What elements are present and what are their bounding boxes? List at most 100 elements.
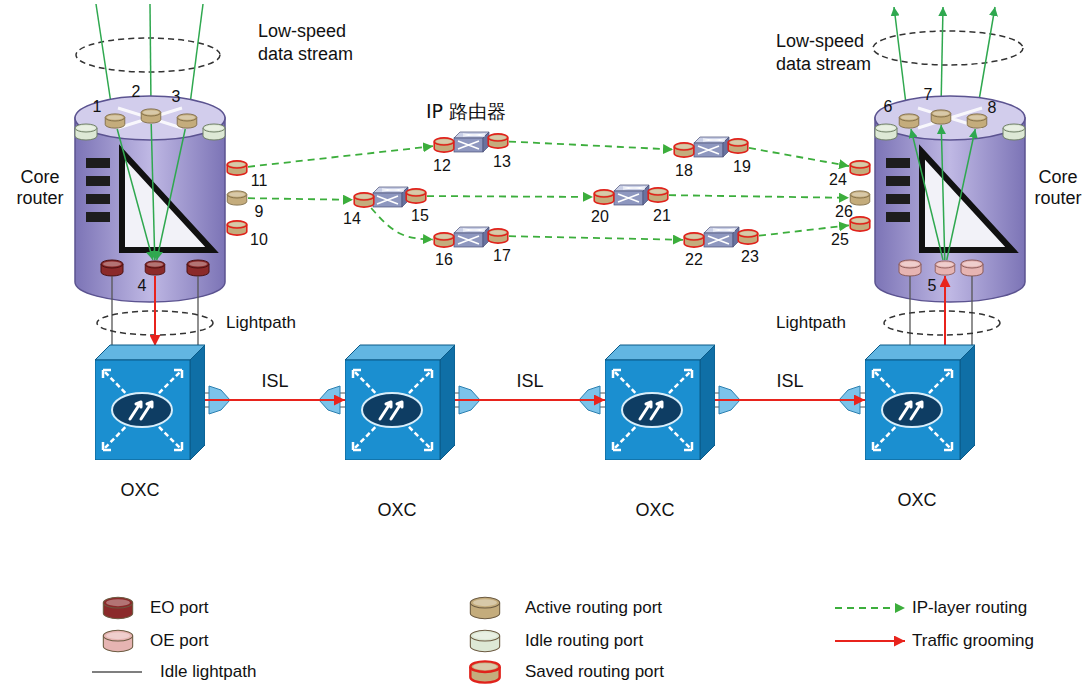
routing-port: 9 — [226, 190, 248, 206]
oxc-cube — [605, 345, 715, 460]
edge-label: ISL — [259, 371, 290, 392]
callout-number: 18 — [675, 162, 693, 180]
legend-swatch — [468, 596, 502, 620]
grooming-line — [117, 129, 153, 260]
legend-text: Saved routing port — [525, 662, 664, 682]
text-label: IP 路由器 — [426, 100, 506, 124]
legend-line-sample — [835, 601, 909, 615]
port-cylinder — [931, 110, 951, 124]
legend-text: EO port — [150, 598, 209, 618]
node-label: OXC — [635, 500, 674, 521]
port-cylinder — [684, 233, 704, 247]
routing-port: 6 — [898, 113, 920, 129]
routing-port: 12 — [433, 137, 455, 153]
port-cylinder — [433, 137, 455, 153]
port-cylinder — [145, 261, 165, 275]
routing-port: 16 — [433, 232, 455, 248]
legend-swatch — [103, 630, 132, 651]
text-label: Lightpath — [776, 312, 846, 333]
port-cylinder — [226, 190, 248, 206]
callout-number: 12 — [433, 157, 451, 175]
port-cylinder — [226, 220, 248, 236]
fibre-lines — [205, 393, 865, 407]
callout-number: 6 — [884, 98, 893, 116]
legend-swatch — [468, 660, 502, 684]
callout-number: 1 — [93, 98, 102, 116]
port-cylinder — [648, 188, 668, 202]
oxc-cube — [345, 345, 455, 460]
legend-line-sample — [835, 607, 905, 609]
text-label: Low-speed data stream — [776, 30, 880, 75]
port-cylinder — [673, 142, 695, 158]
grooming-line — [947, 129, 976, 260]
callout-number: 13 — [493, 153, 511, 171]
node-label: Core router — [10, 167, 70, 208]
node-label: OXC — [377, 500, 416, 521]
legend-line-sample — [92, 665, 146, 679]
routing-port: 19 — [727, 138, 749, 154]
legend-swatch — [103, 597, 132, 618]
text-label: Lightpath — [776, 312, 846, 333]
ip-routing-arrow — [509, 236, 683, 240]
grooming-line — [941, 125, 945, 260]
routing-port: 1 — [104, 113, 126, 129]
node-label: Core router — [1029, 167, 1087, 208]
port-cylinder — [647, 187, 669, 203]
callout-number: 25 — [831, 231, 849, 249]
legend-line-sample — [835, 640, 905, 642]
node-label: OXC — [120, 480, 159, 501]
port-cylinder — [227, 191, 247, 205]
legend-line-sample — [92, 671, 142, 672]
port-cylinder — [966, 113, 988, 129]
callout-number: 15 — [411, 207, 429, 225]
callout-number: 7 — [924, 86, 933, 104]
ip-router-icons — [373, 132, 739, 247]
port-cylinder — [226, 160, 248, 176]
node-label: OXC — [897, 490, 936, 511]
port-cylinder — [227, 161, 247, 175]
port-cylinder — [593, 189, 615, 205]
legend-swatch — [468, 629, 502, 653]
port-cylinder — [405, 188, 427, 204]
oxc-cube — [865, 345, 975, 460]
routing-port: 15 — [405, 188, 427, 204]
port-cylinder — [488, 134, 508, 148]
legend-swatch — [468, 596, 502, 620]
oxc-switch: OXC — [865, 340, 975, 460]
callout-number: 4 — [138, 277, 147, 295]
port-cylinder — [850, 161, 870, 175]
oxc-switch: OXC — [345, 340, 455, 460]
port-cylinder — [433, 232, 455, 248]
callout-number: 17 — [493, 247, 511, 265]
traffic-grooming-arrow — [715, 399, 865, 401]
port-cylinder — [674, 143, 694, 157]
port-cylinder — [934, 260, 956, 276]
legend-line-sample — [835, 634, 909, 648]
port-cylinder — [683, 232, 705, 248]
callout-number: 19 — [733, 158, 751, 176]
port-cylinder — [594, 190, 614, 204]
port-cylinder — [898, 113, 920, 129]
edge-label: ISL — [530, 381, 561, 402]
port-cylinder — [434, 138, 454, 152]
routing-port: 22 — [683, 232, 705, 248]
text-label: Low-speed data stream — [258, 20, 376, 65]
core-router-cylinder — [75, 96, 225, 302]
legend-swatch — [101, 596, 135, 620]
port-cylinder — [144, 260, 166, 276]
legend-text: Active routing port — [525, 598, 662, 618]
port-cylinder — [487, 133, 509, 149]
text-label: Low-speed data stream — [258, 20, 376, 65]
oxc-cube — [345, 340, 455, 460]
traffic-grooming-arrow — [154, 276, 156, 346]
legend-text: IP-layer routing — [912, 598, 1027, 618]
callout-number: 14 — [343, 210, 361, 228]
oxc-switch: OXC — [605, 340, 715, 460]
oxc-cube — [95, 345, 205, 460]
text-label: Low-speed data stream — [776, 30, 880, 75]
port-cylinder — [141, 109, 161, 123]
legend-swatch — [468, 629, 502, 653]
legend-text: Idle lightpath — [160, 662, 256, 682]
routing-port: 5 — [934, 260, 956, 276]
